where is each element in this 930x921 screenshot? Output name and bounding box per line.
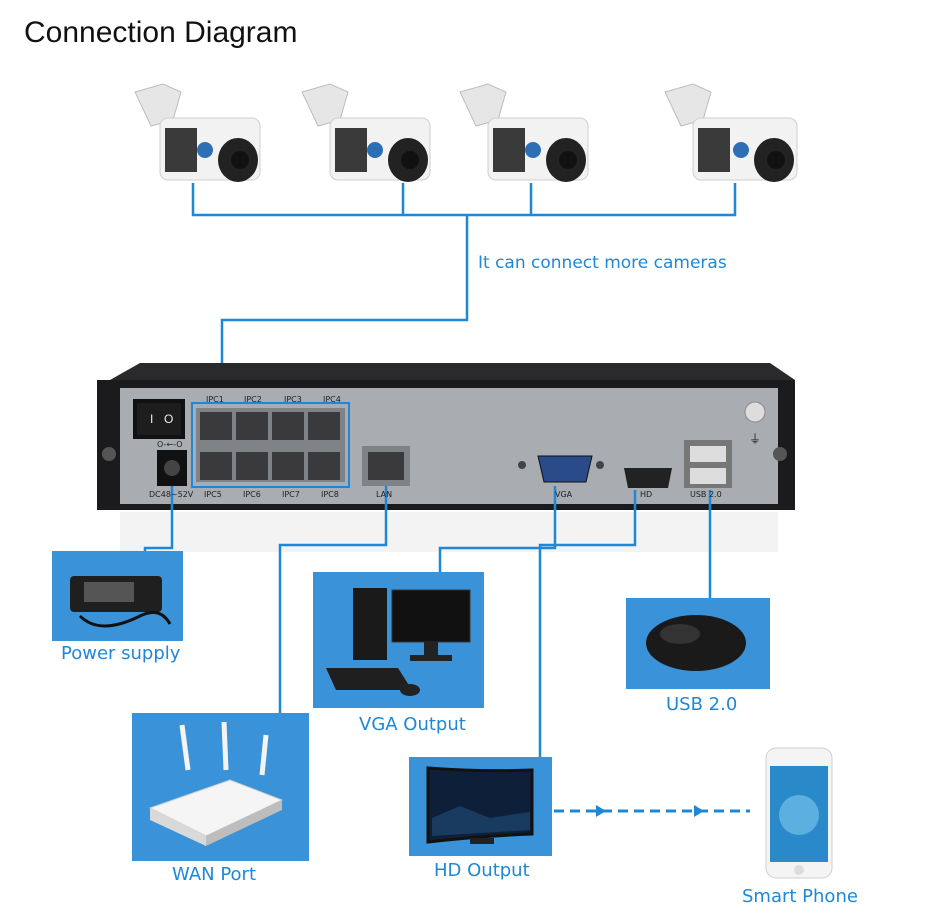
power-input-label: DC48~52V — [149, 490, 194, 499]
port-label-ipc6: IPC6 — [243, 490, 261, 499]
switch-off-mark: O — [164, 412, 174, 426]
port-label-ipc8: IPC8 — [321, 490, 339, 499]
port-label-ipc1: IPC1 — [206, 395, 224, 404]
vga-output-label: VGA Output — [359, 714, 466, 735]
wan-port-label: WAN Port — [172, 864, 256, 885]
tv-icon — [426, 766, 534, 844]
page-title: Connection Diagram — [24, 16, 298, 49]
camera-1 — [134, 83, 261, 182]
usb-label: USB 2.0 — [666, 694, 738, 715]
lan-port-label: LAN — [376, 490, 393, 499]
port-label-ipc2: IPC2 — [244, 395, 262, 404]
router-icon — [148, 721, 284, 846]
port-label-ipc5: IPC5 — [204, 490, 222, 499]
mouse-icon — [646, 615, 746, 671]
camera-3 — [459, 83, 589, 182]
power-polarity-symbol: O-←-O — [157, 440, 183, 449]
power-supply-label: Power supply — [61, 643, 181, 664]
output-connection-lines — [143, 486, 712, 757]
svg-text:⏚: ⏚ — [749, 432, 761, 446]
camera-4 — [664, 83, 798, 182]
smartphone-icon — [765, 747, 833, 879]
desktop-computer-icon — [326, 588, 471, 696]
port-label-ipc7: IPC7 — [282, 490, 300, 499]
switch-on-mark: I — [150, 412, 154, 426]
hd-port-label: HD — [640, 490, 653, 499]
power-adapter-icon — [70, 576, 172, 628]
smart-phone-label: Smart Phone — [742, 886, 858, 907]
nvr-recorder: ⏚ — [97, 363, 795, 552]
more-cameras-note: It can connect more cameras — [478, 253, 727, 273]
camera-2 — [301, 83, 431, 182]
port-label-ipc3: IPC3 — [284, 395, 302, 404]
vga-port-label: VGA — [555, 490, 573, 499]
hd-output-label: HD Output — [434, 860, 530, 881]
port-label-ipc4: IPC4 — [323, 395, 341, 404]
usb-port-label: USB 2.0 — [690, 490, 722, 499]
